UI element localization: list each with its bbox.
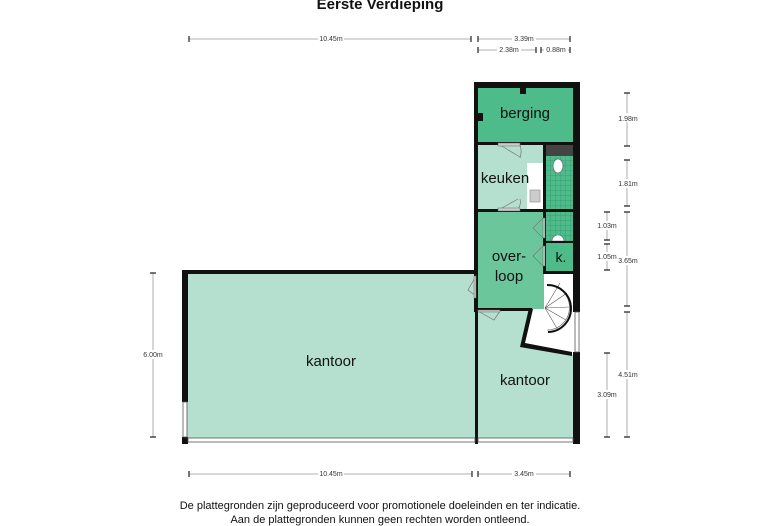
- label-kantoor-small: kantoor: [500, 372, 550, 389]
- dim-right-4: 4.51m: [618, 372, 638, 379]
- walls: [182, 82, 580, 444]
- disclaimer-line-2: Aan de plattegronden kunnen geen rechten…: [230, 514, 530, 526]
- dim-top-right: 3.39m: [514, 36, 534, 43]
- dim-left: 6.00m: [143, 352, 163, 359]
- dim-inner-3: 3.09m: [597, 392, 617, 399]
- label-keuken: keuken: [481, 170, 529, 187]
- label-overloop-2: loop: [495, 268, 523, 285]
- washbasin-icon: [551, 234, 565, 242]
- dim-right-3: 3.65m: [618, 258, 638, 265]
- sink-icon: [529, 189, 541, 203]
- dim-top-sub-1: 2.38m: [499, 47, 519, 54]
- label-kantoor-large: kantoor: [306, 353, 356, 370]
- room-kantoor-small: [478, 311, 573, 440]
- doors: [467, 144, 544, 321]
- dim-bottom-right: 3.45m: [514, 471, 534, 478]
- label-overloop-1: over-: [492, 248, 526, 265]
- label-k: k.: [556, 249, 567, 265]
- dim-inner-2: 1.05m: [597, 254, 617, 261]
- label-berging: berging: [500, 105, 550, 122]
- dim-top-left: 10.45m: [319, 36, 343, 43]
- room-kantoor-large: [187, 274, 476, 438]
- page-title: Eerste Verdieping: [316, 0, 444, 13]
- windows: [182, 311, 580, 443]
- dim-top-sub-2: 0.88m: [546, 47, 566, 54]
- dim-right-2: 1.81m: [618, 181, 638, 188]
- room-berging: [478, 88, 573, 142]
- toilet-icon: [552, 158, 564, 174]
- room-k: [546, 243, 573, 271]
- dim-inner-1: 1.03m: [597, 223, 617, 230]
- disclaimer-line-1: De plattegronden zijn geproduceerd voor …: [179, 500, 581, 512]
- dim-right-1: 1.98m: [618, 116, 638, 123]
- dim-bottom-left: 10.45m: [319, 471, 343, 478]
